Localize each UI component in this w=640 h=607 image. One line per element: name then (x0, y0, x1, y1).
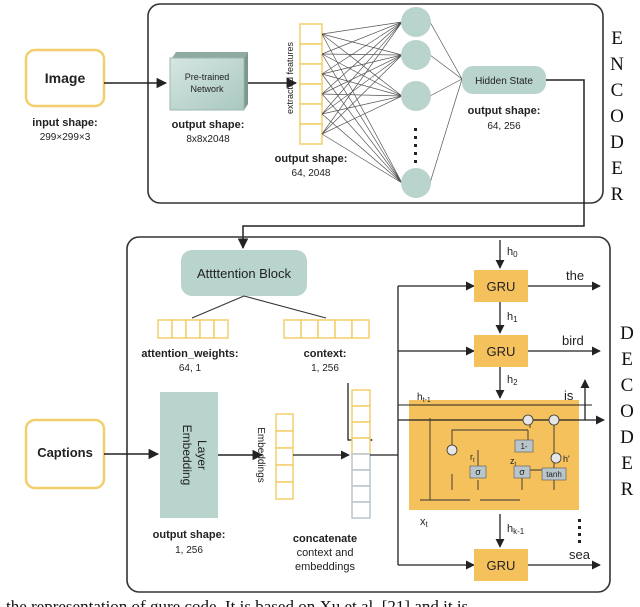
reset-gate-sigma-label: σ (475, 467, 481, 477)
hidden-state-label: Hidden State (475, 76, 533, 87)
mult-gate-3 (550, 452, 562, 464)
encoder-title: E N C O D E R (610, 28, 624, 205)
gru-last-label: GRU (487, 558, 516, 573)
tanh-label: tanh (546, 470, 562, 479)
image-box (24, 48, 106, 108)
attention-weights-value: 64, 1 (179, 363, 202, 374)
ht1-label: ht-1 (417, 392, 431, 404)
update-gate-sigma (513, 465, 531, 479)
embedding-layer (160, 392, 218, 518)
one-minus-box (514, 439, 534, 453)
decoder-frame (126, 236, 611, 593)
concat-label-1: concatenate (293, 533, 357, 545)
mult-gate-1 (446, 444, 458, 456)
update-gate-sigma-label: σ (519, 467, 525, 477)
word-sea: sea (569, 547, 591, 562)
captions-label: Captions (37, 445, 93, 460)
hk1-label: hk-1 (507, 523, 525, 536)
tanh-box (541, 467, 567, 481)
context-label: context: (304, 348, 347, 360)
embedding-layer-label-1: Embedding (180, 425, 194, 486)
gru-1 (474, 270, 528, 302)
gru-last (474, 549, 528, 581)
svg-text:O: O (620, 401, 634, 422)
xt-label: xt (420, 516, 429, 529)
word-the: the (566, 268, 584, 283)
svg-text:D: D (610, 132, 624, 153)
h1-label: h1 (507, 311, 518, 324)
input-shape-value: 299×299×3 (40, 132, 91, 143)
embeddings-label: Embeddings (255, 427, 266, 483)
hidden-output-label: output shape: (468, 105, 541, 117)
h-prime-label: h' (563, 454, 570, 464)
embedding-output-value: 1, 256 (175, 545, 203, 556)
extracted-features-label: extracted features (285, 41, 295, 114)
encoder-section: Image input shape: 299×299×3 Pre-trained… (24, 3, 624, 205)
input-bus (370, 286, 399, 565)
rt-label: rt (470, 452, 475, 464)
gru-2 (474, 335, 528, 367)
hidden-state-box (462, 66, 546, 94)
neuron-ellipsis (414, 128, 417, 163)
word-bird: bird (562, 333, 584, 348)
encoder-frame (147, 3, 604, 204)
svg-text:R: R (611, 184, 624, 205)
gru-2-label: GRU (487, 344, 516, 359)
image-label: Image (45, 70, 86, 86)
features-vector (299, 23, 323, 145)
svg-text:C: C (621, 375, 634, 396)
embedding-output-label: output shape: (153, 529, 226, 541)
embeddings-vector (275, 413, 294, 500)
word-is: is (564, 388, 574, 403)
add-gate (548, 414, 560, 426)
mult-gate-2 (522, 414, 534, 426)
features-output-value: 64, 2048 (292, 168, 331, 179)
expanded-gru-cell: ht-1 is σ rt 1- zt σ tanh (398, 379, 605, 510)
h0-label: h0 (507, 246, 518, 259)
figure-caption-fragment: the representation of gure code. It is b… (6, 597, 468, 607)
svg-text:N: N (610, 54, 624, 75)
svg-text:C: C (611, 80, 624, 101)
pretrained-output-label: output shape: (172, 119, 245, 131)
pretrained-line1: Pre-trained (185, 72, 230, 82)
one-minus-label: 1- (520, 442, 527, 451)
input-shape-label: input shape: (32, 117, 97, 129)
concat-vector (351, 389, 371, 519)
svg-text:O: O (610, 106, 624, 127)
attention-weights-vector (157, 319, 229, 339)
encoder-to-decoder-arrow (237, 79, 585, 250)
concat-label-2: context and (297, 547, 354, 559)
embedding-layer-label-2: Layer (195, 440, 209, 470)
attention-weights-label: attention_weights: (141, 348, 238, 360)
svg-text:D: D (620, 323, 634, 344)
svg-text:R: R (621, 479, 634, 500)
features-output-label: output shape: (275, 153, 348, 165)
concat-label-3: embeddings (295, 561, 355, 573)
reset-gate-sigma (469, 465, 487, 479)
attention-block (181, 250, 307, 296)
svg-text:E: E (611, 28, 623, 49)
svg-text:D: D (620, 427, 634, 448)
dense-connections (321, 21, 463, 184)
output-ellipsis (578, 519, 581, 543)
hidden-output-value: 64, 256 (487, 121, 521, 132)
decoder-title: D E C O D E R (620, 323, 634, 500)
pretrained-network: Pre-trained Network (169, 52, 248, 111)
h2-label: h2 (507, 374, 518, 387)
neurons (401, 7, 431, 198)
decoder-section: Attttention Block attention_weights: 64,… (24, 236, 634, 593)
zt-label: zt (510, 456, 517, 468)
pretrained-output-value: 8x8x2048 (186, 134, 230, 145)
svg-text:E: E (621, 453, 633, 474)
pretrained-line2: Network (190, 84, 224, 94)
svg-text:E: E (621, 349, 633, 370)
context-value: 1, 256 (311, 363, 339, 374)
attention-block-label: Attttention Block (197, 266, 291, 281)
context-vector (283, 319, 370, 339)
attention-split (191, 295, 327, 319)
svg-text:E: E (611, 158, 623, 179)
gru-1-label: GRU (487, 279, 516, 294)
